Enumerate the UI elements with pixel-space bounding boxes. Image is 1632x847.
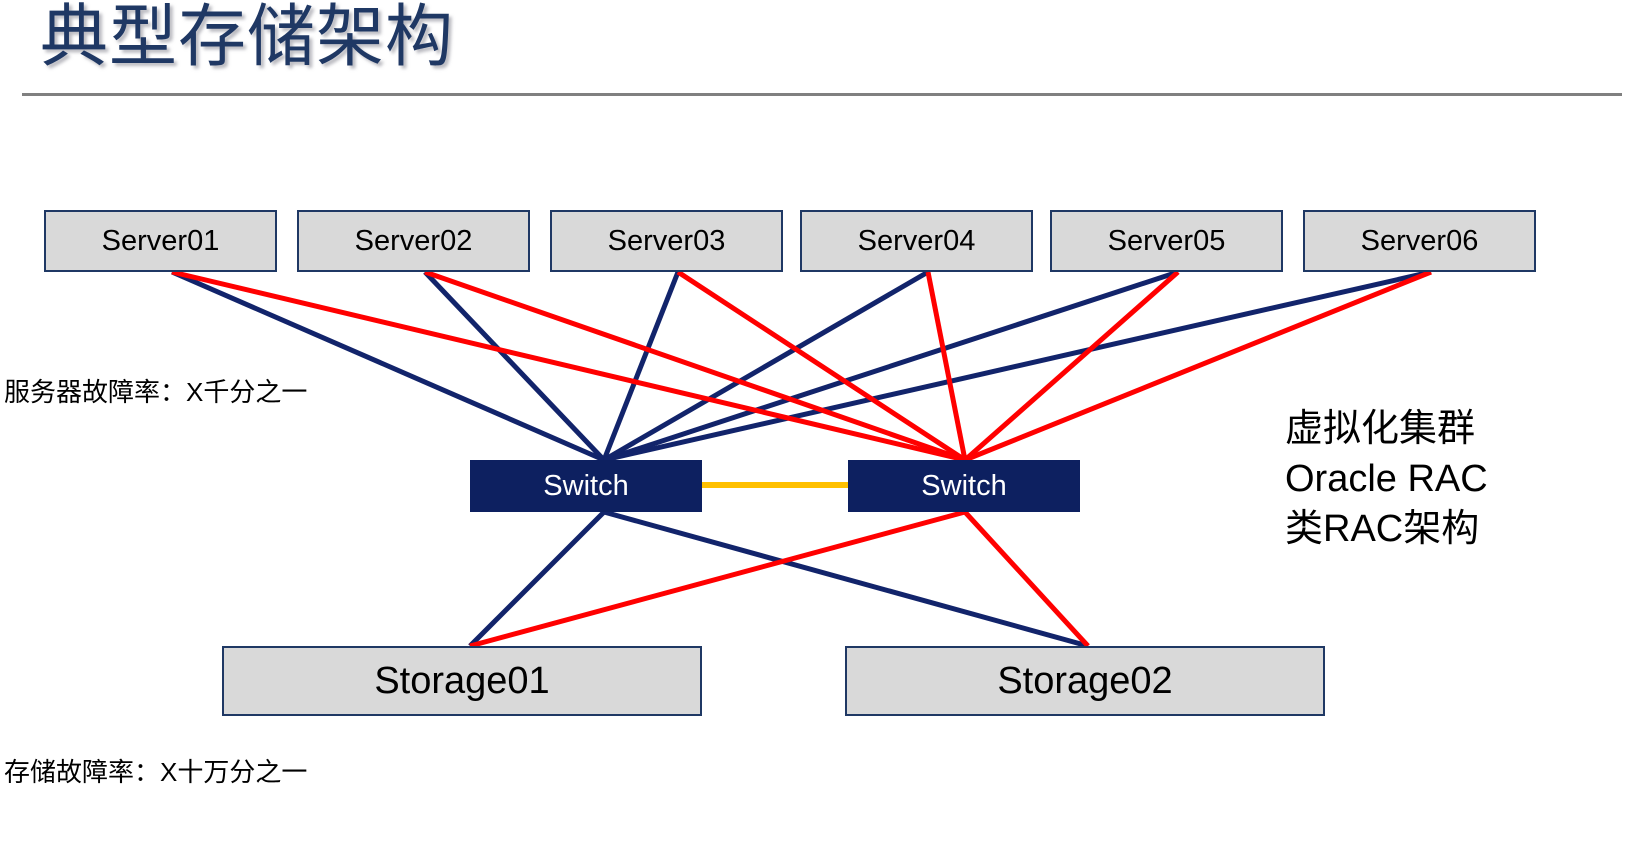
link-server05-switch02 [963, 270, 1180, 462]
links-servers-to-switch02 [171, 269, 1432, 463]
node-server05[interactable]: Server05 [1050, 210, 1283, 272]
cluster-note-line-3: 类RAC架构 [1285, 508, 1480, 551]
link-switch01-storage02 [603, 509, 1089, 649]
link-server02-switch02 [424, 269, 966, 463]
note-server-failure-rate: 服务器故障率：X千分之一 [4, 377, 308, 407]
node-switch01[interactable]: Switch [470, 460, 702, 512]
link-switch01-storage01 [468, 510, 606, 648]
node-storage01[interactable]: Storage01 [222, 646, 702, 716]
link-server03-switch01 [601, 271, 681, 461]
link-server01-switch02 [171, 269, 966, 463]
node-switch02[interactable]: Switch [848, 460, 1080, 512]
link-switch02-storage02 [963, 510, 1090, 648]
title-divider [22, 93, 1622, 96]
node-server01[interactable]: Server01 [44, 210, 277, 272]
link-server06-switch02 [964, 269, 1432, 463]
link-server01-switch01 [171, 269, 605, 463]
node-storage02[interactable]: Storage02 [845, 646, 1325, 716]
link-server05-switch01 [603, 269, 1179, 463]
link-server03-switch02 [676, 269, 967, 463]
node-server03[interactable]: Server03 [550, 210, 783, 272]
links-servers-to-switch01 [171, 269, 1432, 463]
node-server06[interactable]: Server06 [1303, 210, 1536, 272]
page-title: 典型存储架构 [40, 0, 455, 75]
links-switches-to-storage [468, 509, 1090, 649]
cluster-note-line-1: 虚拟化集群 [1285, 408, 1476, 450]
note-storage-failure-rate: 存储故障率：X十万分之一 [4, 757, 308, 787]
link-server04-switch01 [602, 269, 930, 463]
link-switch02-storage01 [469, 509, 966, 649]
node-server04[interactable]: Server04 [800, 210, 1033, 272]
node-server02[interactable]: Server02 [297, 210, 530, 272]
link-server04-switch02 [925, 271, 968, 461]
link-server02-switch01 [423, 270, 606, 462]
link-server06-switch01 [603, 269, 1432, 463]
cluster-note-line-2: Oracle RAC [1285, 458, 1488, 501]
cluster-note-block: 虚拟化集群 Oracle RAC 类RAC架构 [1285, 404, 1488, 554]
